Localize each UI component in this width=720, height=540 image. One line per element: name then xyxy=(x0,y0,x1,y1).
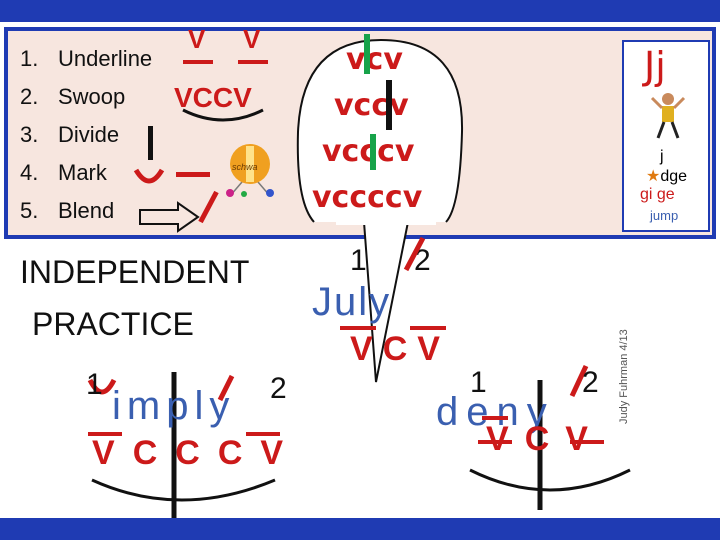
card-word-j: j xyxy=(660,148,664,165)
phonics-card: Jj j ★dge gi ge jump xyxy=(622,40,710,232)
section-title-line-2: PRACTICE xyxy=(32,306,194,342)
imply-syllable-2: 2 xyxy=(270,372,287,405)
jumping-child-icon xyxy=(650,93,686,139)
star-icon: ★ xyxy=(646,168,661,185)
card-word-gi-ge: gi ge xyxy=(640,186,675,203)
underline-v-mark-1: V xyxy=(188,24,206,54)
pattern-vccv: vccv xyxy=(334,88,409,123)
imply-word: imply xyxy=(112,384,236,428)
macron-mark-icon xyxy=(176,172,210,177)
july-labels: VCV xyxy=(350,330,450,368)
deny-macron-e xyxy=(482,416,508,420)
top-bar xyxy=(0,0,720,22)
step-1: 1.Underline xyxy=(20,46,153,71)
schwa-character-icon: schwa xyxy=(220,140,278,198)
underline-v-mark-2: V xyxy=(243,24,261,54)
underline-bar-2 xyxy=(238,60,268,64)
divider-green-1 xyxy=(364,34,370,74)
pattern-vccccv: vccccv xyxy=(312,180,423,215)
card-title: Jj xyxy=(644,44,666,88)
deny-syllable-2: 2 xyxy=(582,366,599,399)
step-5: 5.Blend xyxy=(20,198,115,223)
card-word-dge-row: ★dge xyxy=(646,168,688,185)
swoop-vccv-label: VCCV xyxy=(174,82,252,113)
blend-arrow-icon xyxy=(139,201,200,233)
steps-list: 1.Underline 2.Swoop 3.Divide 4.Mark 5.Bl… xyxy=(20,40,152,230)
section-title-line-1: INDEPENDENT xyxy=(20,254,250,290)
pattern-vcccv: vcccv xyxy=(322,134,415,169)
imply-underline-y xyxy=(246,432,280,436)
deny-syllable-1: 1 xyxy=(470,366,487,399)
pattern-vcv: vcv xyxy=(346,42,403,77)
july-underline-u xyxy=(340,326,376,330)
credit-text: Judy Fuhrman 4/13 xyxy=(618,329,630,424)
deny-underline-y xyxy=(570,440,604,444)
deny-marks xyxy=(469,364,631,510)
july-syllable-1: 1 xyxy=(350,244,367,277)
swoop-arc-icon xyxy=(182,108,264,122)
step-4: 4.Mark xyxy=(20,160,107,185)
breve-mark-icon xyxy=(133,168,165,184)
divider-green-2 xyxy=(370,134,376,170)
bottom-bar xyxy=(0,518,720,540)
deny-underline-e xyxy=(478,440,512,444)
step-3: 3.Divide xyxy=(20,122,120,147)
speech-bubble xyxy=(296,38,464,383)
july-underline-y xyxy=(410,326,446,330)
imply-underline-i xyxy=(88,432,122,436)
underline-bar-1 xyxy=(183,60,213,64)
card-word-jump: jump xyxy=(650,208,679,223)
imply-syllable-1: 1 xyxy=(86,368,103,401)
deny-word: deny xyxy=(436,390,555,434)
step-2: 2.Swoop xyxy=(20,84,126,109)
divide-line-icon xyxy=(148,126,153,160)
imply-marks xyxy=(87,372,276,518)
deny-labels: VCV xyxy=(486,420,604,458)
section-title: INDEPENDENT PRACTICE xyxy=(20,246,249,350)
divider-black xyxy=(386,80,392,130)
july-word: July xyxy=(312,280,392,324)
imply-labels: VCCCV xyxy=(92,434,302,472)
